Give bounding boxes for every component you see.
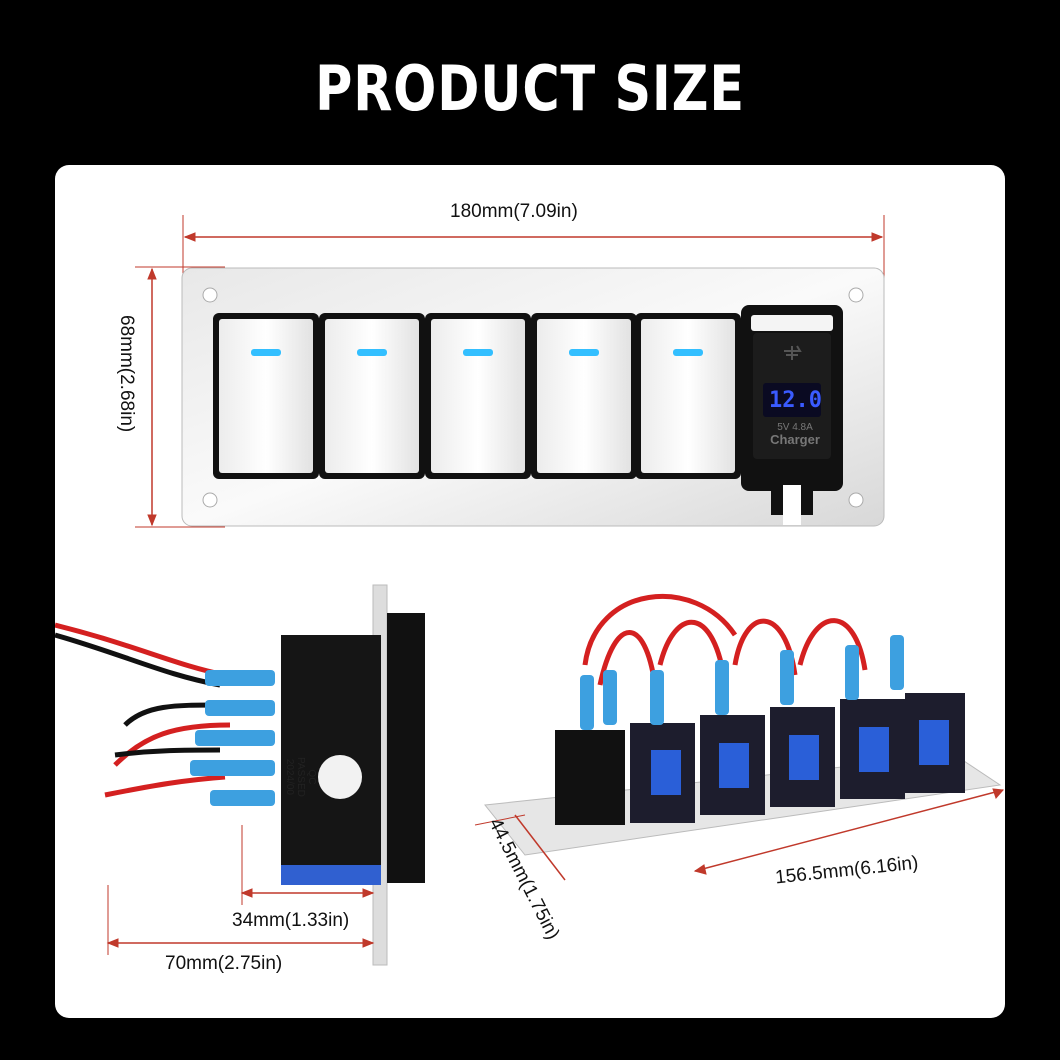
- rear-view: [484, 593, 1002, 856]
- depth-dimensions: [106, 825, 375, 955]
- height-dimension: [135, 266, 225, 528]
- charger-rating: 5V 4.8A: [777, 422, 813, 433]
- qc-line-1: QC: [306, 769, 317, 785]
- product-illustration: [55, 215, 1005, 966]
- base-dimensions: [474, 788, 1005, 881]
- total-depth-label: 70mm(2.75in): [165, 953, 283, 974]
- rocker-switch-3: [425, 313, 531, 479]
- rocker-switch-1: [213, 313, 319, 479]
- qc-line-3: 2024/00: [284, 758, 295, 795]
- qc-sticker: QC PASSED 2024/00: [284, 757, 317, 797]
- usb-charger-module: [741, 305, 843, 525]
- rocker-switch-2: [319, 313, 425, 479]
- charger-label: 5V 4.8A Charger: [763, 422, 827, 446]
- qc-line-2: PASSED: [295, 757, 306, 797]
- voltage-display: 12.0: [769, 388, 822, 413]
- product-card: 180mm(7.09in) 68mm(2.68in) 34mm(1.33in) …: [55, 165, 1005, 1018]
- side-view: [55, 584, 425, 966]
- height-label: 68mm(2.68in): [116, 315, 137, 433]
- length-label: 180mm(7.09in): [450, 201, 578, 222]
- body-depth-label: 34mm(1.33in): [232, 910, 350, 931]
- rocker-switch-4: [531, 313, 637, 479]
- charger-name: Charger: [770, 432, 820, 447]
- page-title: PRODUCT SIZE: [315, 52, 745, 125]
- rocker-switch-5: [635, 313, 741, 479]
